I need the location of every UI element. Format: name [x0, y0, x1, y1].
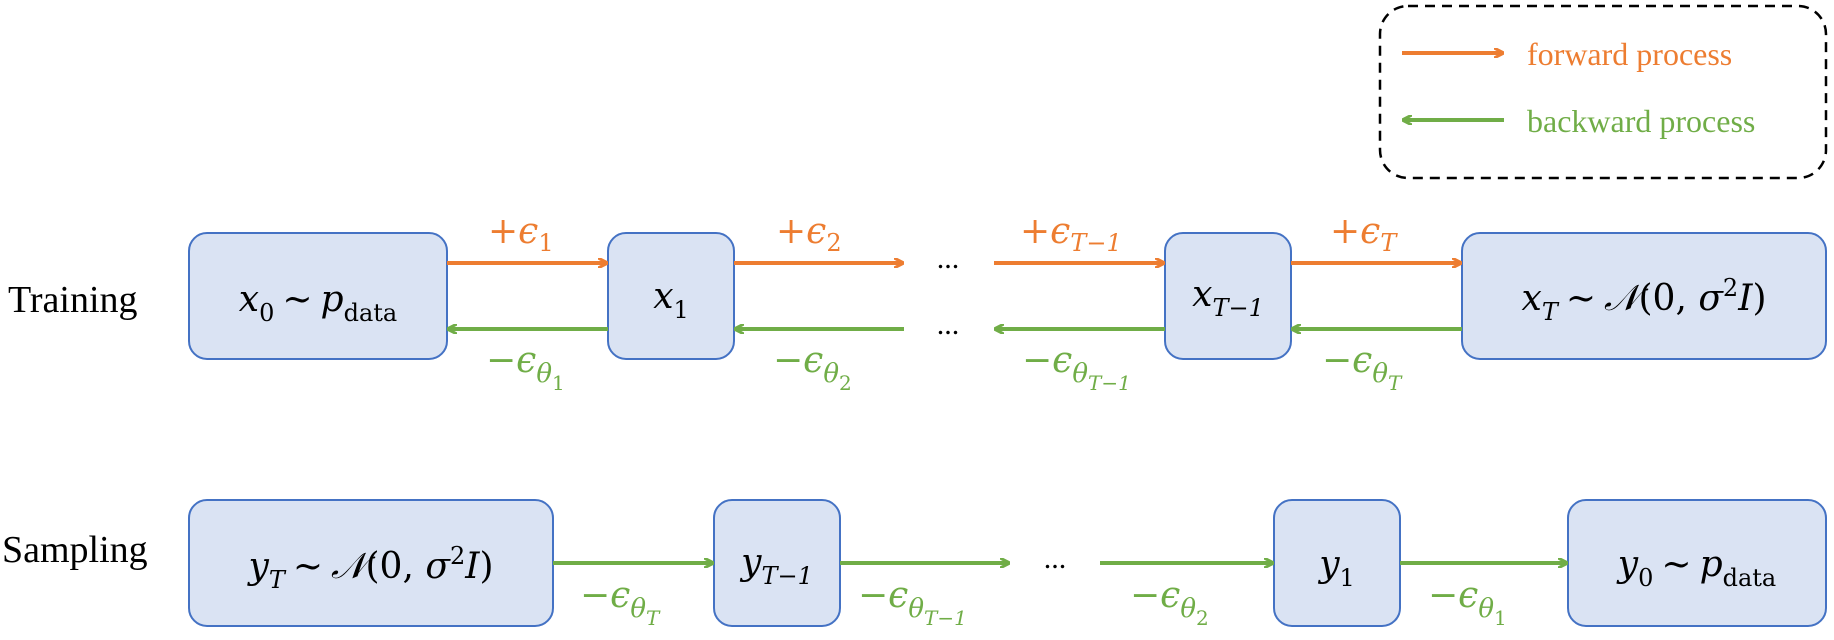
node-x0-expression: x0~pdata [239, 279, 397, 327]
node-y1-expression: y1 [1317, 544, 1355, 592]
training-node-x0: x0~pdata [188, 232, 448, 360]
legend-forward-label: forward process [1527, 36, 1732, 72]
sampling-node-y1: y1 [1273, 499, 1401, 627]
node-yT-expression: yT~𝒩(0, σ2I) [246, 542, 493, 594]
legend-backward-label: backward process [1527, 103, 1755, 139]
row-label-training: Training [8, 279, 138, 321]
sampling-node-y0: y0~pdata [1567, 499, 1827, 627]
sampling-node-yTm1: yT−1 [713, 499, 841, 627]
training-backward-ellipsis: ... [937, 308, 960, 341]
sampling-label-tTm1: −ϵθT−1 [858, 575, 967, 630]
legend-border [1378, 4, 1828, 180]
sampling-node-yT: yT~𝒩(0, σ2I) [188, 499, 554, 627]
backward-label-t1: −ϵθ1 [486, 340, 565, 395]
sampling-label-t1: −ϵθ1 [1428, 575, 1507, 630]
training-forward-ellipsis: ... [937, 242, 960, 275]
node-y0-expression: y0~pdata [1616, 544, 1776, 592]
backward-label-t2: −ϵθ2 [773, 340, 852, 395]
sampling-label-tT: −ϵθT [580, 575, 661, 630]
legend: forward process backward process [1378, 4, 1828, 180]
sampling-labels: −ϵθT −ϵθT−1 −ϵθ2 −ϵθ1 [580, 575, 1507, 630]
backward-label-tT: −ϵθT [1322, 340, 1403, 395]
forward-label-eT: +ϵT [1330, 211, 1398, 257]
training-node-x1: x1 [607, 232, 735, 360]
forward-label-e1: +ϵ1 [488, 211, 554, 257]
training-node-xT: xT~𝒩(0, σ2I) [1461, 232, 1827, 360]
backward-label-tTm1: −ϵθT−1 [1022, 340, 1131, 395]
row-label-sampling: Sampling [2, 529, 148, 571]
training-node-xTm1: xT−1 [1164, 232, 1292, 360]
forward-label-e2: +ϵ2 [776, 211, 842, 257]
sampling-ellipsis: ... [1044, 542, 1067, 575]
node-xT-expression: xT~𝒩(0, σ2I) [1522, 274, 1767, 326]
training-forward-labels: +ϵ1 +ϵ2 +ϵT−1 +ϵT [488, 211, 1398, 257]
forward-label-eTm1: +ϵT−1 [1020, 211, 1122, 257]
training-backward-labels: −ϵθ1 −ϵθ2 −ϵθT−1 −ϵθT [486, 340, 1403, 395]
node-xTm1-expression: xT−1 [1192, 274, 1264, 322]
node-x1-expression: x1 [653, 276, 689, 324]
node-yTm1-expression: yT−1 [739, 542, 813, 590]
sampling-label-t2: −ϵθ2 [1130, 575, 1209, 630]
